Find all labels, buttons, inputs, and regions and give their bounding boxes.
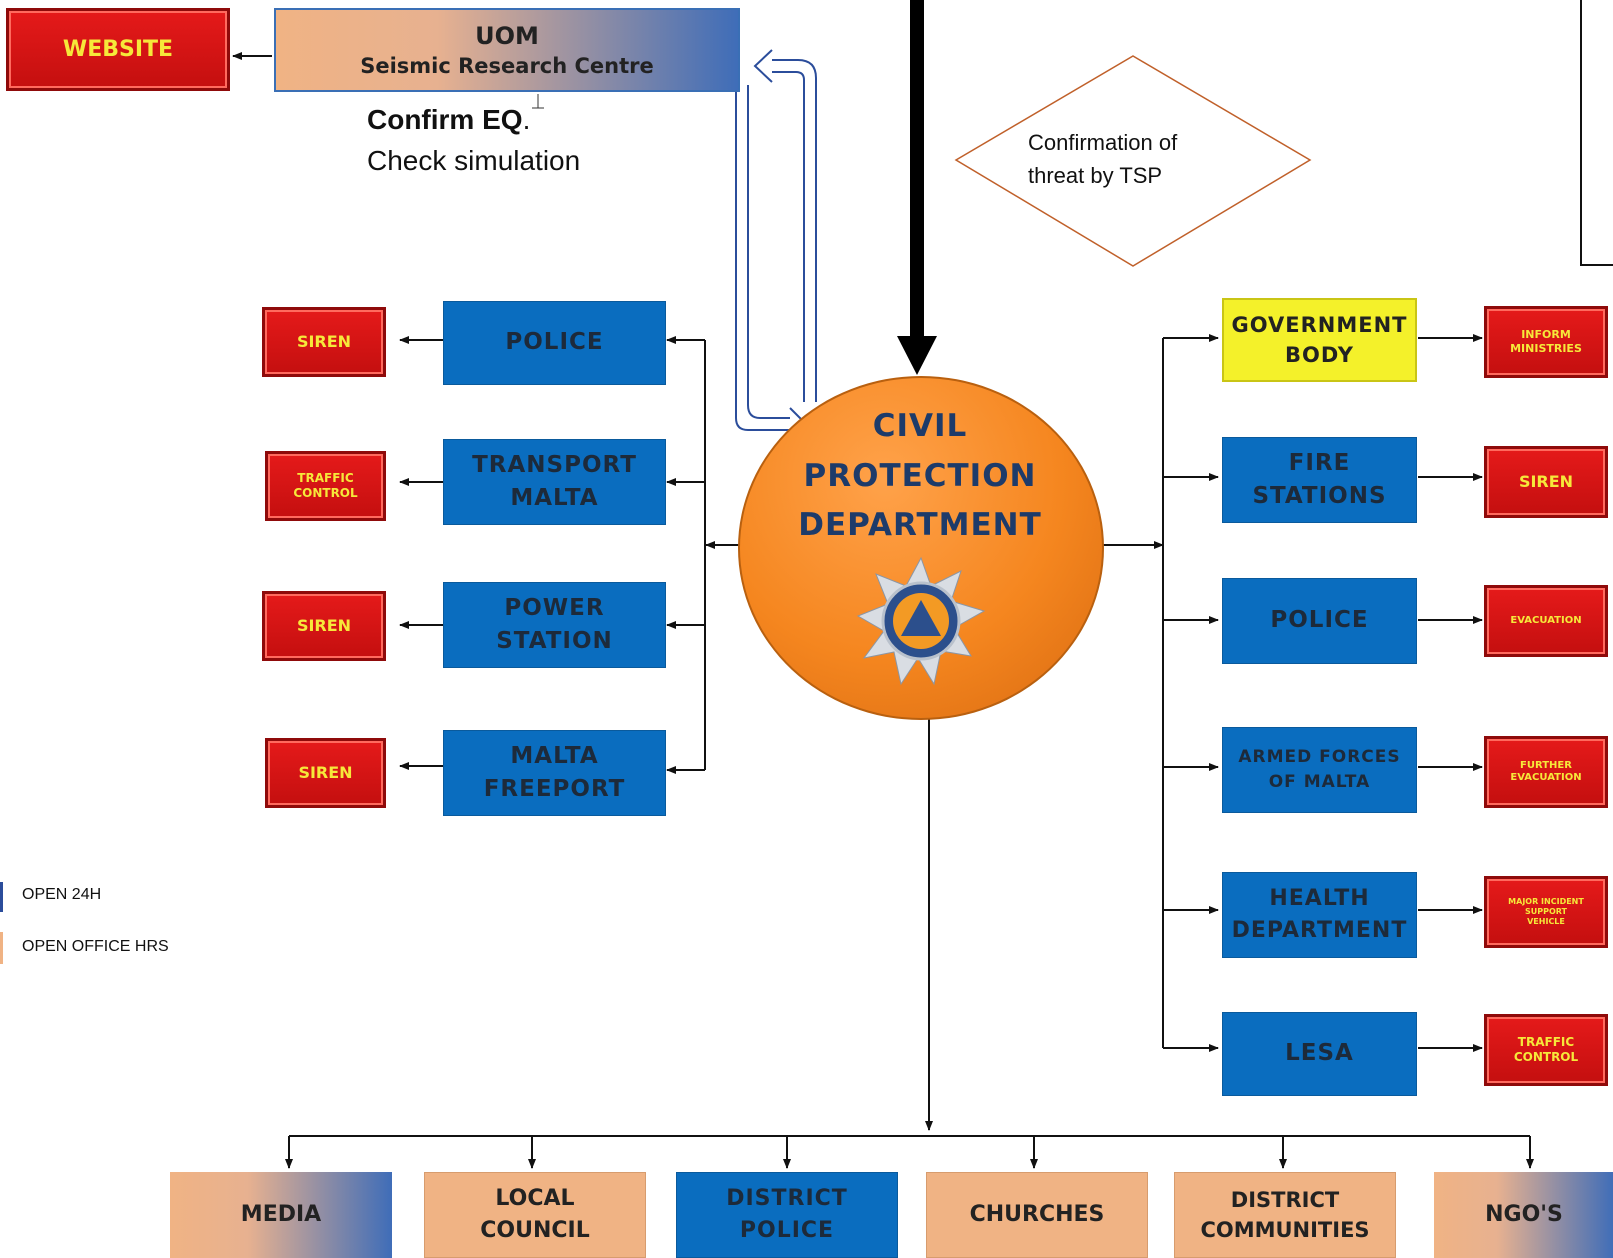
right-box-government-body: GOVERNMENT BODY bbox=[1222, 298, 1417, 382]
uom-title: UOM bbox=[475, 21, 539, 50]
cpd-line-1: CIVIL bbox=[872, 408, 968, 444]
left-action-siren-1: SIREN bbox=[262, 307, 386, 377]
left-box-transport-malta: TRANSPORT MALTA bbox=[443, 439, 666, 525]
legend-swatch-blue bbox=[0, 882, 3, 912]
right-box-lesa: LESA bbox=[1222, 1012, 1417, 1096]
left-box-power-station: POWER STATION bbox=[443, 582, 666, 668]
left-box-malta-freeport: MALTA FREEPORT bbox=[443, 730, 666, 816]
right-branch-lines bbox=[1102, 334, 1483, 1052]
cpd-line-2: PROTECTION bbox=[803, 457, 1037, 494]
check-simulation-text: Check simulation bbox=[367, 144, 581, 176]
left-branch-lines bbox=[399, 336, 740, 774]
website-label: WEBSITE bbox=[62, 36, 174, 62]
website-box: WEBSITE bbox=[6, 8, 230, 91]
legend-swatch-peach bbox=[0, 932, 3, 964]
right-action-major-incident-vehicle: MAJOR INCIDENT SUPPORT VEHICLE bbox=[1484, 876, 1608, 948]
left-box-police: POLICE bbox=[443, 301, 666, 385]
uom-subtitle: Seismic Research Centre bbox=[360, 54, 654, 79]
bottom-box-ngos: NGO'S bbox=[1434, 1172, 1613, 1258]
cpd-line-3: DEPARTMENT bbox=[798, 507, 1042, 544]
right-action-traffic-control: TRAFFIC CONTROL bbox=[1484, 1014, 1608, 1086]
legend-open-office-hrs: OPEN OFFICE HRS bbox=[22, 938, 169, 955]
confirmation-diamond bbox=[954, 55, 1312, 267]
right-action-further-evacuation: FURTHER EVACUATION bbox=[1484, 736, 1608, 808]
bottom-box-churches: CHURCHES bbox=[926, 1172, 1148, 1258]
diamond-label: Confirmation of threat by TSP bbox=[1028, 130, 1178, 188]
right-action-evacuation: EVACUATION bbox=[1484, 585, 1608, 657]
bottom-box-local-council: LOCAL COUNCIL bbox=[424, 1172, 646, 1258]
bottom-box-district-communities: DISTRICT COMMUNITIES bbox=[1174, 1172, 1396, 1258]
confirm-eq-text: Confirm EQ bbox=[367, 104, 523, 135]
right-box-armed-forces: ARMED FORCES OF MALTA bbox=[1222, 727, 1417, 813]
incoming-alert-arrow bbox=[897, 0, 937, 375]
right-action-inform-ministries: INFORM MINISTRIES bbox=[1484, 306, 1608, 378]
cropped-note-box bbox=[1580, 0, 1613, 266]
right-action-siren: SIREN bbox=[1484, 446, 1608, 518]
uom-seismic-centre-box: UOM Seismic Research Centre bbox=[274, 8, 740, 92]
bottom-box-district-police: DISTRICT POLICE bbox=[676, 1172, 898, 1258]
right-box-police: POLICE bbox=[1222, 578, 1417, 664]
right-box-health-department: HEALTH DEPARTMENT bbox=[1222, 872, 1417, 958]
confirm-period: . bbox=[522, 104, 531, 135]
left-action-siren-3: SIREN bbox=[265, 738, 386, 808]
right-box-fire-stations: FIRE STATIONS bbox=[1222, 437, 1417, 523]
bottom-branch-lines bbox=[285, 718, 1534, 1169]
civil-protection-emblem-icon bbox=[856, 556, 986, 686]
bottom-box-media: MEDIA bbox=[170, 1172, 392, 1258]
left-action-siren-2: SIREN bbox=[262, 591, 386, 661]
left-action-traffic-control: TRAFFIC CONTROL bbox=[265, 451, 386, 521]
uom-cpd-link-arrow bbox=[735, 49, 817, 441]
cpd-label: CIVIL PROTECTION DEPARTMENT bbox=[770, 402, 1070, 551]
confirm-note: Confirm EQ. Check simulation bbox=[367, 100, 580, 181]
legend-open-24h: OPEN 24H bbox=[22, 886, 102, 903]
